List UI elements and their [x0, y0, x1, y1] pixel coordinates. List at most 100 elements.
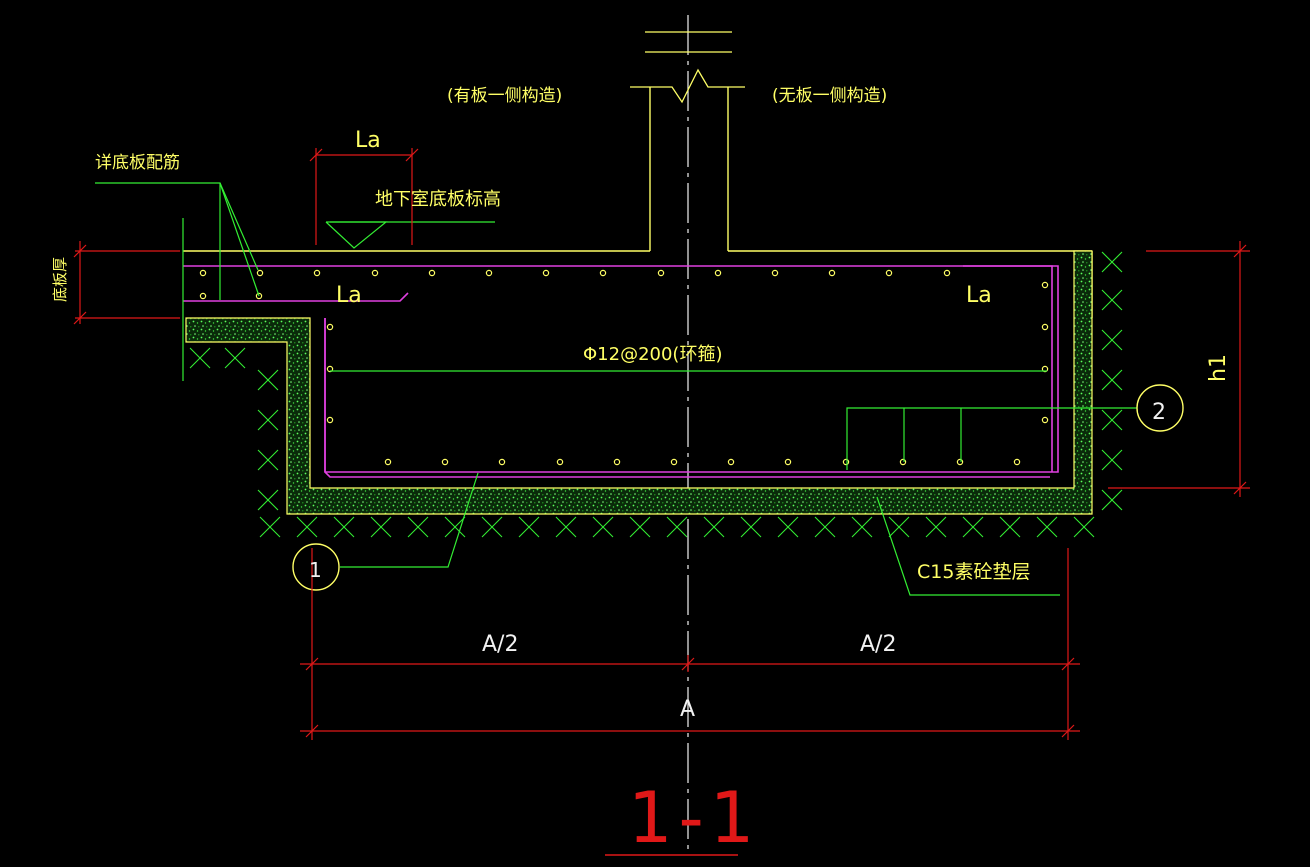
hatch-stroke — [1101, 449, 1123, 471]
rebar-dot — [199, 292, 207, 300]
label-slab-thickness: 底板厚 — [51, 257, 69, 302]
rebar-dot — [670, 458, 678, 466]
rebar-dot — [256, 269, 264, 277]
c15-cushion-layer — [185, 250, 1093, 515]
rebar-dot — [371, 269, 379, 277]
rebar-dot — [1041, 281, 1049, 289]
right-hook — [963, 265, 1053, 472]
hatch-stroke — [257, 409, 279, 431]
hatch-stroke — [1036, 516, 1058, 538]
dimensions — [73, 148, 1250, 740]
label-la-top: La — [355, 128, 381, 153]
rebar-dot — [441, 458, 449, 466]
rebar-cage — [183, 265, 1059, 478]
hatch-stroke — [257, 369, 279, 391]
hatch-stroke — [259, 516, 281, 538]
hatch-stroke — [1073, 516, 1095, 538]
callout-1-leader — [340, 472, 479, 568]
section-title: 1-1 — [628, 777, 760, 859]
left-hook-rebar — [324, 471, 1050, 478]
rebar-dot — [1041, 416, 1049, 424]
hatch-stroke — [962, 516, 984, 538]
hatch-stroke — [999, 516, 1021, 538]
rebar-dot — [326, 416, 334, 424]
hatch-stroke — [1101, 289, 1123, 311]
structure-outline — [183, 87, 1093, 318]
rebar-dot — [542, 269, 550, 277]
hatch-stroke — [1101, 489, 1123, 511]
label-callout-1: 1 — [309, 558, 322, 582]
rebar-dot — [727, 458, 735, 466]
hatch-stroke — [407, 516, 429, 538]
rebar-dot — [714, 269, 722, 277]
hatch-stroke — [224, 347, 246, 369]
label-bottom-slab-rebar: 详底板配筋 — [95, 153, 180, 173]
hatch-stroke — [592, 516, 614, 538]
hatch-stroke — [814, 516, 836, 538]
wall-break-symbol — [630, 31, 745, 104]
rebar-dot — [326, 323, 334, 331]
label-cushion: C15素砼垫层 — [917, 561, 1030, 583]
rebar-dot — [556, 458, 564, 466]
rebar-dot — [384, 458, 392, 466]
hatch-stroke — [257, 489, 279, 511]
hatch-stroke — [1101, 369, 1123, 391]
hatch-stroke — [629, 516, 651, 538]
hatch-stroke — [703, 516, 725, 538]
callout-2-circle — [1136, 384, 1184, 432]
rebar-dot — [842, 458, 850, 466]
rebar-dot — [313, 269, 321, 277]
soil-hatching — [189, 251, 1123, 538]
rebar-dot — [657, 269, 665, 277]
label-la-right: La — [966, 283, 992, 308]
rebar-dot — [485, 269, 493, 277]
label-a-total: A — [680, 697, 695, 722]
hatch-stroke — [370, 516, 392, 538]
hatch-stroke — [888, 516, 910, 538]
hatch-stroke — [851, 516, 873, 538]
rebar-dot — [1041, 323, 1049, 331]
rebar-dot — [428, 269, 436, 277]
callout-1-circle — [292, 543, 340, 591]
longitudinal-bars — [199, 269, 1049, 466]
rebar-dot — [828, 269, 836, 277]
rebar-dot — [599, 269, 607, 277]
hatch-stroke — [1101, 251, 1123, 273]
label-basement-elevation: 地下室底板标高 — [375, 189, 501, 210]
leader-lines — [95, 182, 1137, 596]
hatch-stroke — [296, 516, 318, 538]
rebar-leader — [95, 182, 259, 271]
hatch-stroke — [555, 516, 577, 538]
label-half-a-left: A/2 — [482, 632, 518, 657]
rebar-dot — [899, 458, 907, 466]
rebar-dot — [199, 269, 207, 277]
hatch-stroke — [777, 516, 799, 538]
hatch-stroke — [444, 516, 466, 538]
hatch-stroke — [333, 516, 355, 538]
label-callout-2: 2 — [1152, 400, 1166, 425]
rebar-dot — [498, 458, 506, 466]
rebar-dot — [255, 292, 263, 300]
bottom-slab-rebar — [183, 292, 409, 302]
hatch-stroke — [257, 449, 279, 471]
top-rebar — [183, 265, 1059, 473]
callout-2-leader — [846, 407, 1137, 470]
hatch-stroke — [481, 516, 503, 538]
label-stirrup: Φ12@200(环箍) — [583, 344, 722, 365]
hatch-stroke — [1101, 329, 1123, 351]
hatch-stroke — [740, 516, 762, 538]
hatch-stroke — [1101, 409, 1123, 431]
rebar-dot — [956, 458, 964, 466]
rebar-dot — [771, 269, 779, 277]
hatch-stroke — [189, 347, 211, 369]
cushion-leader — [876, 496, 1060, 596]
label-h1: h1 — [1206, 354, 1231, 382]
label-right-side: (无板一侧构造) — [772, 86, 887, 106]
hatch-stroke — [518, 516, 540, 538]
rebar-dot — [784, 458, 792, 466]
hatch-stroke — [925, 516, 947, 538]
rebar-dot — [613, 458, 621, 466]
label-la-left: La — [336, 283, 362, 308]
